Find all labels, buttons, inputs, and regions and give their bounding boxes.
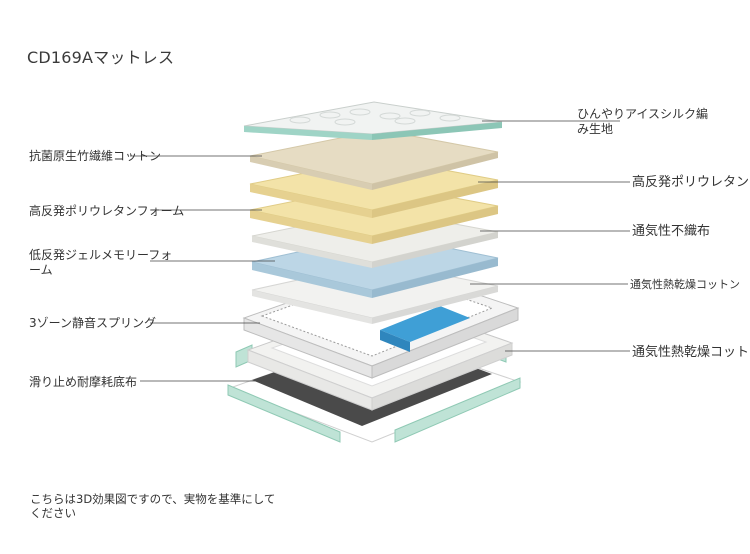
label-breathable-cotton-1: 通気性熱乾燥コットン — [630, 278, 740, 291]
label-breathable-nonwoven: 通気性不織布 — [632, 224, 711, 239]
label-3-zone-spring: 3ゾーン静音スプリング — [29, 316, 157, 330]
label-ice-silk: ひんやりアイスシルク編み生地 — [577, 107, 709, 136]
ice-silk-top-layer — [243, 101, 503, 140]
page-title: CD169Aマットレス — [27, 48, 175, 67]
label-breathable-cotton-2: 通気性熱乾燥コット — [632, 345, 750, 360]
label-gel-memory-foam: 低反発ジェルメモリーフォーム — [29, 248, 173, 277]
bamboo-cotton-layer — [249, 129, 499, 190]
label-bamboo-cotton: 抗菌原生竹繊維コットン — [29, 149, 162, 163]
footnote: こちらは3D効果図ですので、実物を基準にしてください — [30, 492, 276, 520]
label-anti-slip-bottom: 滑り止め耐摩耗底布 — [29, 375, 138, 389]
label-high-resilience-foam: 高反発ポリウレタンフォーム — [29, 204, 185, 218]
label-high-resilience-polyurethane: 高反発ポリウレタン — [632, 175, 750, 190]
leader-lines — [130, 120, 630, 382]
